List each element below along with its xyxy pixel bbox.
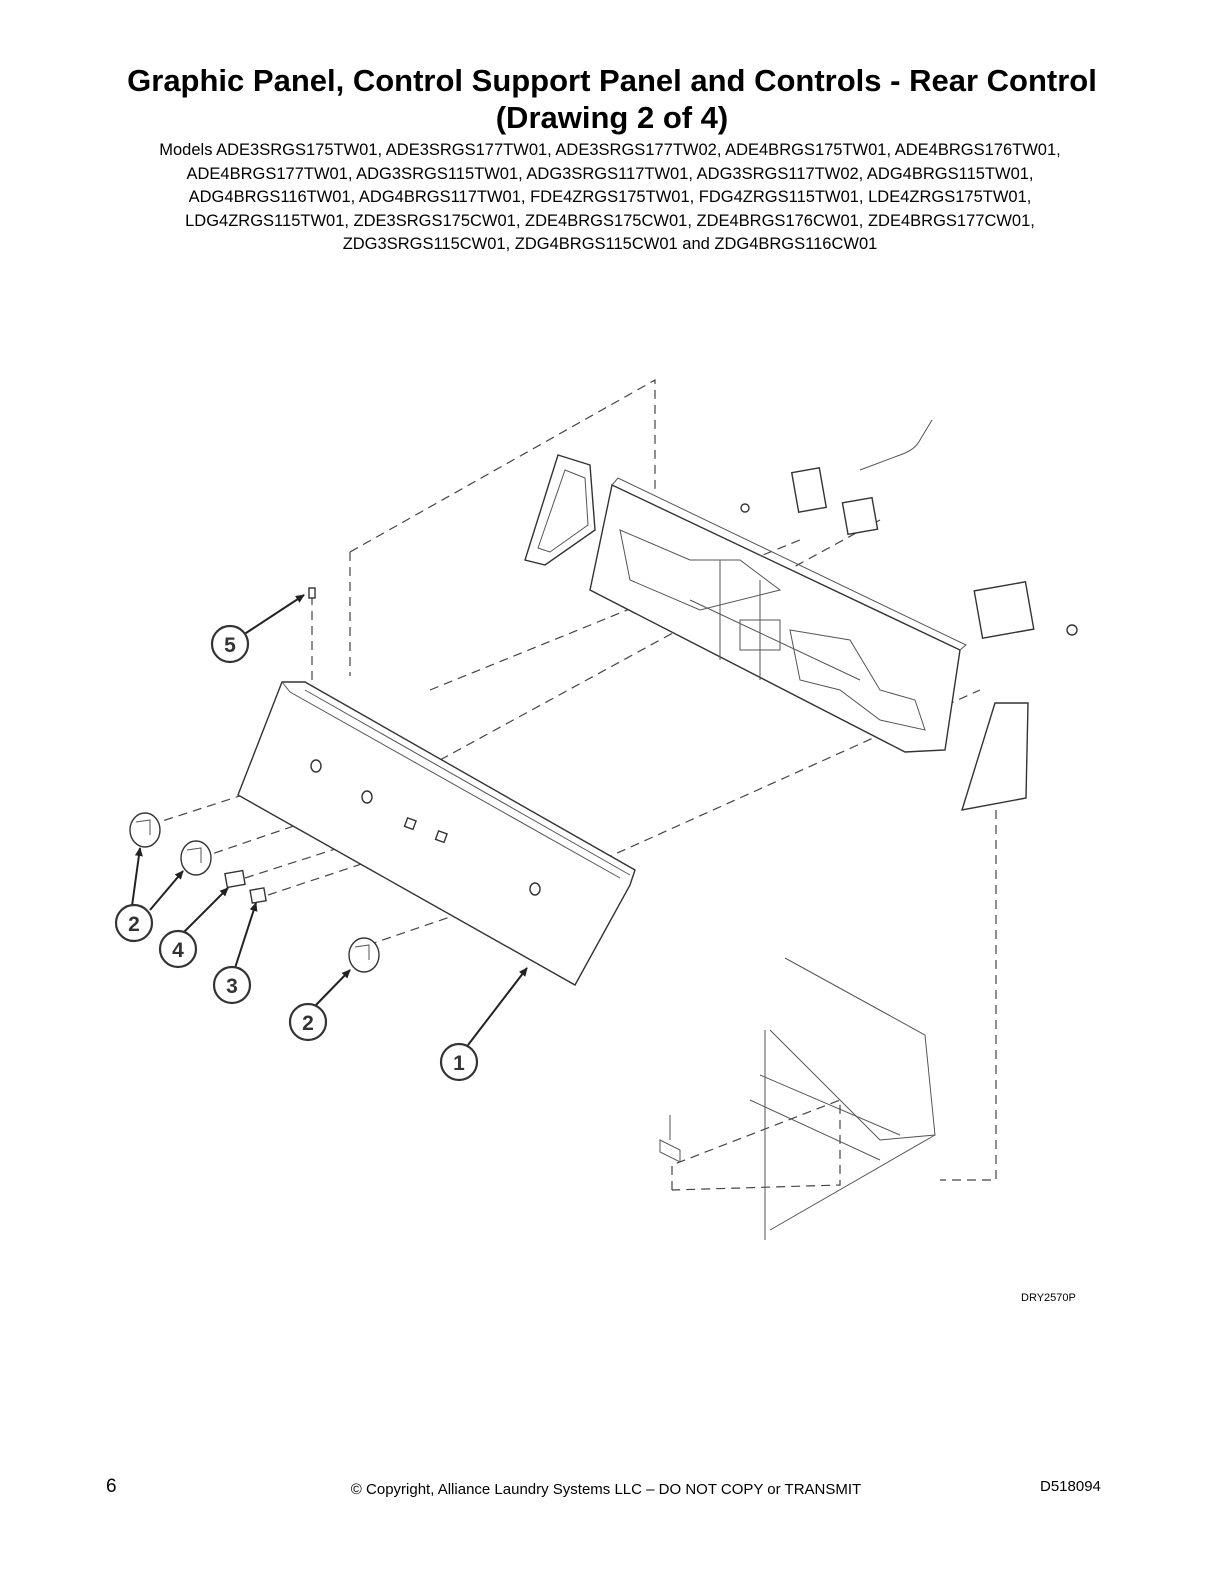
- svg-text:2: 2: [302, 1012, 314, 1035]
- model-line-1: Models ADE3SRGS175TW01, ADE3SRGS177TW01,…: [159, 141, 1061, 159]
- page-number: 6: [106, 1476, 117, 1497]
- knob-icon: [129, 812, 161, 848]
- leader-arrows: [131, 594, 528, 1046]
- control-components: [740, 419, 1078, 639]
- callout-1: 1: [439, 1042, 479, 1082]
- copyright-notice: © Copyright, Alliance Laundry Systems LL…: [350, 1481, 862, 1498]
- cabinet-corner: [659, 957, 936, 1240]
- page-title: Graphic Panel, Control Support Panel and…: [0, 62, 1224, 136]
- graphic-panel: [237, 681, 636, 986]
- right-side-bracket: [960, 702, 1029, 811]
- callout-2: 2: [114, 903, 154, 943]
- callout-2: 2: [288, 1002, 328, 1042]
- svg-text:2: 2: [128, 913, 140, 936]
- drawing-code: DRY2570P: [1021, 1292, 1076, 1304]
- control-support-panel: [589, 477, 967, 753]
- svg-text:3: 3: [226, 975, 238, 998]
- document-number: D518094: [1040, 1478, 1101, 1495]
- model-line-2: ADE4BRGS177TW01, ADG3SRGS115TW01, ADG3SR…: [186, 164, 1034, 183]
- model-list: Models ADE3SRGS175TW01, ADE3SRGS177TW01,…: [90, 139, 1130, 257]
- model-line-5: ZDG3SRGS115CW01, ZDG4BRGS115CW01 and ZDG…: [342, 235, 878, 253]
- model-line-3: ADG4BRGS116TW01, ADG4BRGS117TW01, FDE4ZR…: [188, 188, 1032, 206]
- svg-text:4: 4: [172, 939, 184, 962]
- screw-icon: [308, 587, 316, 599]
- knob-icon: [180, 840, 212, 876]
- knob-icon: [348, 937, 380, 973]
- push-button-icon: [249, 887, 267, 904]
- callout-5: 5: [210, 624, 250, 664]
- model-line-4: LDG4ZRGS115TW01, ZDE3SRGS175CW01, ZDE4BR…: [185, 211, 1035, 230]
- left-side-bracket: [524, 454, 596, 566]
- svg-text:5: 5: [224, 634, 236, 657]
- title-line-2: (Drawing 2 of 4): [495, 100, 729, 135]
- callout-3: 3: [212, 965, 252, 1005]
- svg-text:1: 1: [453, 1052, 465, 1075]
- callout-4: 4: [158, 929, 198, 969]
- title-line-1: Graphic Panel, Control Support Panel and…: [127, 63, 1097, 98]
- rocker-switch-icon: [224, 869, 246, 889]
